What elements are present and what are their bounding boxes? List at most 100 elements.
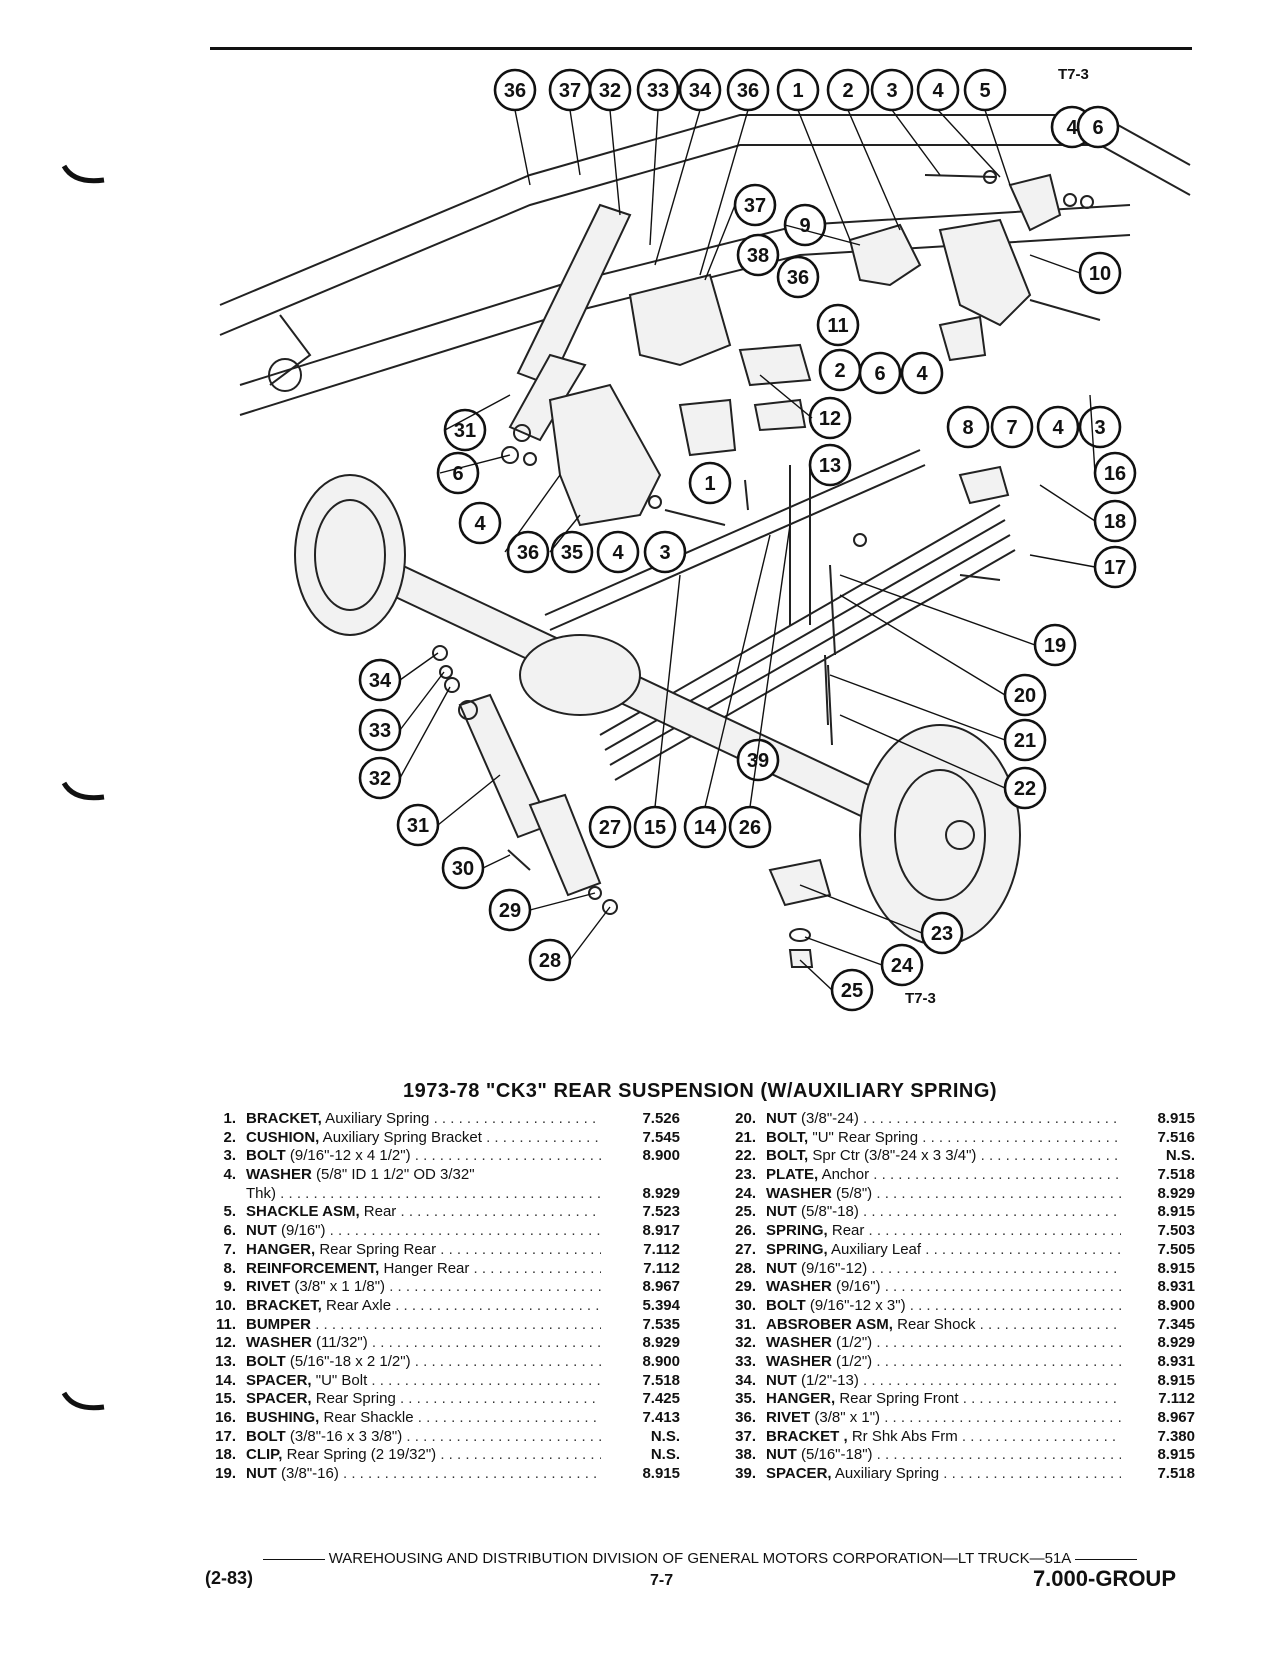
leader-line — [829, 674, 1006, 741]
part-group-code: 7.523 — [642, 1203, 680, 1221]
callout-number: 6 — [1092, 117, 1103, 139]
leader-dots: . . . . . . . . . . . . . . . . . . . . … — [414, 1352, 601, 1370]
leader-dots: . . . . . . . . . . . . . . . . . . . . … — [389, 1278, 601, 1296]
part-group-code: 8.931 — [1157, 1278, 1195, 1296]
part-name: WASHER — [246, 1334, 312, 1352]
leader-line — [839, 594, 1006, 696]
part-number: 33. — [735, 1352, 756, 1370]
part-number: 3. — [223, 1147, 236, 1165]
part-detail: Rear Spring — [311, 1390, 396, 1408]
part-description: NUT (3/8"-24) . . . . . . . . . . . . . … — [766, 1110, 1121, 1129]
part-description: BRACKET, Auxiliary Spring . . . . . . . … — [246, 1110, 601, 1129]
part-row: 1.BRACKET, Auxiliary Spring . . . . . . … — [200, 1110, 680, 1129]
callout-number: 36 — [517, 542, 539, 564]
part-description: RIVET (3/8" x 1 1/8") . . . . . . . . . … — [246, 1278, 601, 1297]
part-detail: "U" Bolt — [311, 1371, 368, 1389]
part-detail: Rear Spring (2 19/32") — [282, 1446, 437, 1464]
part-group-code: 8.931 — [1157, 1352, 1195, 1370]
leader-line — [444, 394, 511, 431]
leader-line — [1029, 554, 1096, 568]
part-row: 17.BOLT (3/8"-16 x 3 3/8") . . . . . . .… — [200, 1428, 680, 1447]
callout-number: 6 — [874, 363, 885, 385]
part-number: 29. — [735, 1278, 756, 1296]
part-detail: Rear Shackle — [319, 1409, 414, 1426]
part-number: 22. — [735, 1147, 756, 1165]
part-group-code: 8.929 — [642, 1334, 680, 1352]
callout-balloon: 22 — [1003, 766, 1047, 810]
part-row: 21.BOLT, "U" Rear Spring . . . . . . . .… — [720, 1129, 1195, 1148]
part-description: HANGER, Rear Spring Front . . . . . . . … — [766, 1390, 1121, 1409]
part-name: BRACKET , — [766, 1427, 848, 1445]
leader-line — [399, 652, 439, 681]
callout-number: 32 — [599, 80, 621, 102]
leader-dots: . . . . . . . . . . . . . . . . . . . . … — [979, 1315, 1121, 1333]
part-group-code: 8.917 — [642, 1222, 680, 1240]
part-number: 39. — [735, 1465, 756, 1483]
callout-balloon: 2 — [818, 348, 862, 392]
part-number: 31. — [735, 1315, 756, 1333]
part-detail: Rear — [359, 1203, 397, 1221]
leader-line — [891, 109, 941, 176]
part-row: 29.WASHER (9/16") . . . . . . . . . . . … — [720, 1278, 1195, 1297]
part-group-code: 8.929 — [1157, 1184, 1195, 1202]
part-row: 27.SPRING, Auxiliary Leaf . . . . . . . … — [720, 1241, 1195, 1260]
part-row: 24.WASHER (5/8") . . . . . . . . . . . .… — [720, 1185, 1195, 1204]
part-row: 12.WASHER (11/32") . . . . . . . . . . .… — [200, 1334, 680, 1353]
hardware-drawing — [432, 170, 1101, 968]
part-group-code: 8.967 — [642, 1278, 680, 1296]
part-number: 38. — [735, 1446, 756, 1464]
part-group-code: 7.413 — [642, 1409, 680, 1426]
part-number: 2. — [223, 1128, 236, 1146]
callout-balloon: 8 — [946, 405, 990, 449]
part-name: SPRING, — [766, 1240, 828, 1258]
callout-number: 20 — [1014, 685, 1036, 707]
part-number: 20. — [735, 1110, 756, 1127]
part-description: SPRING, Rear . . . . . . . . . . . . . .… — [766, 1222, 1121, 1241]
part-group-code: 7.112 — [643, 1259, 680, 1277]
callout-number: 4 — [1052, 417, 1064, 439]
part-row: 32.WASHER (1/2") . . . . . . . . . . . .… — [720, 1334, 1195, 1353]
part-detail: (9/16"-12 x 4 1/2") — [285, 1147, 411, 1165]
part-number: 32. — [735, 1334, 756, 1352]
part-detail: Rear Shock — [892, 1315, 976, 1333]
part-name: BOLT — [246, 1427, 286, 1445]
callout-balloon: 32 — [358, 756, 402, 800]
part-detail: Rr Shk Abs Frm — [847, 1427, 958, 1445]
callout-number: 2 — [842, 80, 853, 102]
callout-balloon: 26 — [728, 805, 772, 849]
part-description: REINFORCEMENT, Hanger Rear . . . . . . .… — [246, 1260, 601, 1279]
part-row: 13.BOLT (5/16"-18 x 2 1/2") . . . . . . … — [200, 1353, 680, 1372]
leader-line — [654, 109, 701, 266]
binder-mark — [60, 158, 110, 198]
callout-number: 31 — [454, 420, 476, 442]
part-name: HANGER, — [766, 1390, 836, 1408]
callout-number: 23 — [931, 923, 953, 945]
leader-dots: . . . . . . . . . . . . . . . . . . . . … — [962, 1390, 1121, 1408]
part-row: 30.BOLT (9/16"-12 x 3") . . . . . . . . … — [720, 1297, 1195, 1316]
callout-balloon: 31 — [443, 408, 487, 452]
part-name: RIVET — [246, 1278, 291, 1296]
parts-list-right: 20. NUT (3/8"-24) . . . . . . . . . . . .… — [720, 1110, 1195, 1484]
callout-number: 1 — [792, 80, 803, 102]
leader-line — [847, 109, 901, 231]
part-row: 5.SHACKLE ASM, Rear . . . . . . . . . . … — [200, 1203, 680, 1222]
part-description: SPRING, Auxiliary Leaf . . . . . . . . .… — [766, 1241, 1121, 1260]
callout-balloon: 39 — [736, 738, 780, 782]
callout-number: 10 — [1089, 263, 1111, 285]
leader-line — [649, 109, 659, 246]
callout-number: 12 — [819, 408, 841, 430]
leader-dots: . . . . . . . . . . . . . . . . . . . . … — [414, 1147, 601, 1165]
part-name: BRACKET, — [246, 1296, 322, 1314]
part-row: 7.HANGER, Rear Spring Rear . . . . . . .… — [200, 1241, 680, 1260]
callout-number: 15 — [644, 817, 666, 839]
part-row: 39.SPACER, Auxiliary Spring . . . . . . … — [720, 1465, 1195, 1484]
part-row: 8.REINFORCEMENT, Hanger Rear . . . . . .… — [200, 1260, 680, 1279]
part-detail: (5/8"-18) — [796, 1203, 859, 1221]
part-description: SHACKLE ASM, Rear . . . . . . . . . . . … — [246, 1203, 601, 1222]
part-name: SPRING, — [766, 1222, 828, 1240]
callout-balloon: 36 — [493, 68, 537, 112]
hanger-drawing — [548, 173, 1062, 527]
part-row: 16.BUSHING, Rear Shackle . . . . . . . .… — [200, 1409, 680, 1428]
part-description: WASHER (11/32") . . . . . . . . . . . . … — [246, 1334, 601, 1353]
leader-dots: . . . . . . . . . . . . . . . . . . . . … — [395, 1296, 601, 1314]
